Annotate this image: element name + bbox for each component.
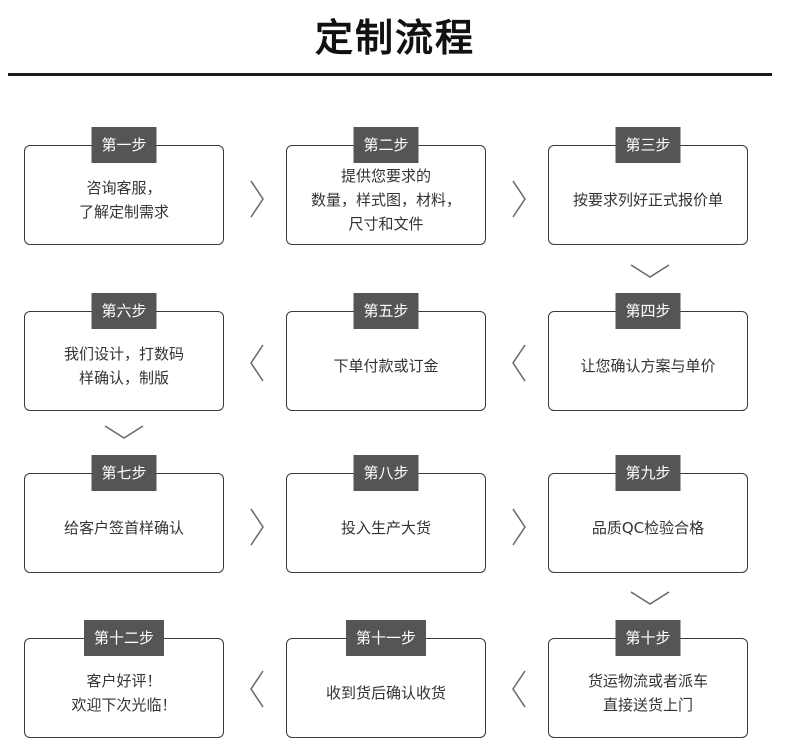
step-5-box: 第五步 下单付款或订金 [286, 293, 486, 411]
step-7-text: 给客户签首样确认 [63, 519, 184, 537]
step-4-text: 让您确认方案与单价 [580, 357, 716, 375]
step-12-badge: 第十二步 [83, 620, 165, 656]
chevron-right-icon [511, 508, 527, 546]
step-9-box: 第九步 品质QC检验合格 [548, 455, 748, 573]
step-10-box: 第十步 货运物流或者派车 直接送货上门 [548, 620, 748, 738]
chevron-left-icon [511, 670, 527, 708]
chevron-left-icon [249, 670, 265, 708]
chevron-right-icon [249, 180, 265, 218]
step-2-text: 提供您要求的 数量，样式图，材料， 尺寸和文件 [310, 167, 461, 233]
step-11-badge: 第十一步 [345, 620, 427, 656]
step-3-box: 第三步 按要求列好正式报价单 [548, 127, 748, 245]
step-1-text: 咨询客服， 了解定制需求 [78, 179, 169, 221]
step-11-text: 收到货后确认收货 [325, 684, 446, 702]
title-divider [8, 73, 772, 76]
page-title: 定制流程 [314, 16, 475, 60]
chevron-right-icon [511, 180, 527, 218]
step-10-text: 货运物流或者派车 直接送货上门 [587, 672, 708, 714]
step-10-badge: 第十步 [615, 620, 681, 656]
step-8-box: 第八步 投入生产大货 [286, 455, 486, 573]
step-7-badge: 第七步 [91, 455, 157, 491]
step-4-badge: 第四步 [615, 293, 681, 329]
step-6-box: 第六步 我们设计，打数码 样确认，制版 [24, 293, 224, 411]
step-12-box: 第十二步 客户好评！ 欢迎下次光临！ [24, 620, 224, 738]
step-4-box: 第四步 让您确认方案与单价 [548, 293, 748, 411]
chevron-right-icon [249, 508, 265, 546]
step-1-badge: 第一步 [91, 127, 157, 163]
step-3-badge: 第三步 [615, 127, 681, 163]
chevron-down-icon [630, 590, 670, 606]
step-2-badge: 第二步 [353, 127, 419, 163]
chevron-left-icon [249, 344, 265, 382]
step-9-text: 品质QC检验合格 [591, 519, 705, 537]
chevron-left-icon [511, 344, 527, 382]
step-8-text: 投入生产大货 [340, 519, 431, 537]
step-8-badge: 第八步 [353, 455, 419, 491]
step-3-text: 按要求列好正式报价单 [572, 191, 723, 209]
step-11-box: 第十一步 收到货后确认收货 [286, 620, 486, 738]
step-9-badge: 第九步 [615, 455, 681, 491]
step-12-text: 客户好评！ 欢迎下次光临！ [71, 672, 177, 714]
step-1-box: 第一步 咨询客服， 了解定制需求 [24, 127, 224, 245]
step-7-box: 第七步 给客户签首样确认 [24, 455, 224, 573]
step-6-badge: 第六步 [91, 293, 157, 329]
step-5-badge: 第五步 [353, 293, 419, 329]
chevron-down-icon [630, 263, 670, 279]
chevron-down-icon [104, 424, 144, 440]
step-5-text: 下单付款或订金 [333, 357, 439, 375]
step-2-box: 第二步 提供您要求的 数量，样式图，材料， 尺寸和文件 [286, 127, 486, 245]
step-6-text: 我们设计，打数码 样确认，制版 [63, 345, 184, 387]
